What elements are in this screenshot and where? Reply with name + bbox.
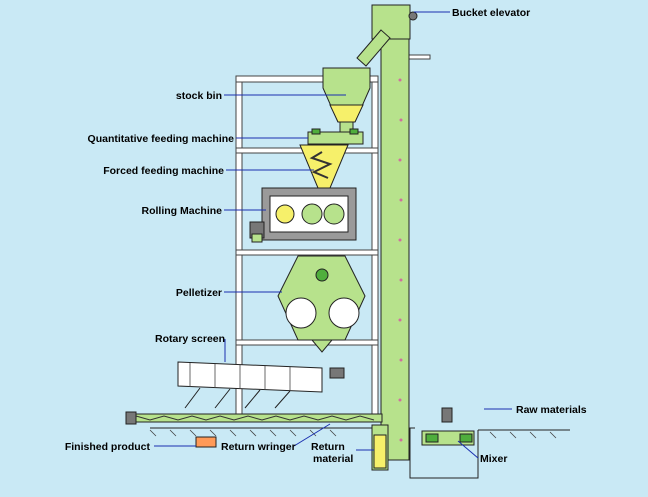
label-quantitative-feeding-machine: Quantitative feeding machine — [88, 133, 235, 145]
label-mixer: Mixer — [480, 453, 507, 465]
label-raw-materials: Raw materials — [516, 404, 587, 416]
finished-product-tray — [195, 436, 217, 448]
label-rolling-machine: Rolling Machine — [141, 205, 222, 217]
labels: Bucket elevator stock bin Quantitative f… — [65, 7, 587, 465]
label-return-material-line1: Return — [311, 441, 345, 453]
bucket-elevator — [356, 4, 418, 471]
label-return-material-line2: material — [313, 453, 353, 465]
rolling-machine — [249, 187, 357, 243]
pelletizer — [277, 255, 366, 353]
label-pelletizer: Pelletizer — [176, 287, 222, 299]
label-forced-feeding-machine: Forced feeding machine — [103, 165, 224, 177]
label-finished-product: Finished product — [65, 441, 151, 453]
quantitative-feeding-machine — [307, 128, 364, 145]
stock-bin — [322, 67, 371, 133]
mixer — [421, 407, 475, 446]
forced-feeding-machine — [299, 144, 349, 189]
return-wringer — [125, 411, 383, 425]
ground — [149, 427, 570, 479]
leader-lines — [154, 11, 512, 459]
label-return-wringer: Return wringer — [221, 441, 296, 453]
label-bucket-elevator: Bucket elevator — [452, 7, 530, 19]
label-rotary-screen: Rotary screen — [155, 333, 225, 345]
rotary-screen — [177, 361, 345, 409]
label-stock-bin: stock bin — [176, 90, 222, 102]
